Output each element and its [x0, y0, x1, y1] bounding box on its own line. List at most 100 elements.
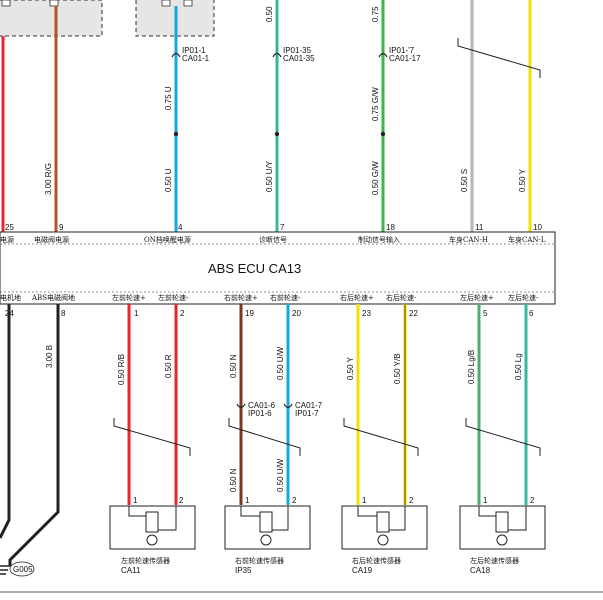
upper-module-left [0, 0, 103, 37]
wire-label-lr-plus: 0.50 Lg/B [467, 350, 476, 384]
gear-icon [260, 534, 272, 546]
connector-c4-line1: IP01-1 [182, 46, 206, 55]
connector-c4-line2: CA01-1 [182, 54, 210, 63]
sensor-coil-icon [259, 511, 273, 533]
connector-cb2-line2: IP01-7 [295, 409, 319, 418]
pin-label: 制动信号输入 [358, 235, 400, 244]
pin-number: 2 [180, 309, 185, 318]
connector-c18-line2: CA01-17 [389, 54, 421, 63]
pin-label: 右前轮速- [270, 293, 301, 302]
ground-icon [0, 565, 10, 575]
wire-label-pin11: 0.50 S [460, 169, 469, 192]
pin-label: 右后轮速- [386, 293, 417, 302]
sensor-pin: 2 [409, 496, 414, 505]
wire-label-rr-plus: 0.50 Y [346, 356, 355, 380]
upper-pin-box [1, 0, 11, 7]
sensor-coil-icon [495, 511, 509, 533]
pin-label: 车身CAN-L [508, 235, 546, 244]
wire-label-pin7-upper: 0.50 [265, 6, 274, 22]
pin-number: 4 [178, 223, 183, 232]
ground-label-bubble [9, 561, 35, 577]
pin-number: 6 [529, 309, 534, 318]
sensor-pin: 2 [530, 496, 535, 505]
sensor-pin: 2 [179, 496, 184, 505]
sensor-name: 右前轮速传感器 [235, 556, 284, 565]
connector-arrow [171, 52, 388, 58]
sensor-code: IP35 [235, 566, 252, 575]
wire-label-lf-plus: 0.50 R/B [117, 354, 126, 385]
pin-label: 左后轮速- [508, 293, 539, 302]
wire-label-pin18-top: 0.75 [371, 6, 380, 22]
connector-c7-line1: IP01-35 [283, 46, 312, 55]
pin-label: 车身CAN-H [449, 235, 488, 244]
sensor-name: 右后轮速传感器 [352, 556, 401, 565]
wire-pin24 [0, 304, 11, 539]
sensor-pin: 1 [483, 496, 488, 505]
upper-pin-box [161, 0, 171, 7]
upper-pin-box [49, 0, 59, 7]
splice-dot [173, 131, 179, 137]
pin-label: 右前轮速+ [224, 293, 258, 302]
pin-number: 18 [386, 223, 395, 232]
pin-number: 19 [245, 309, 254, 318]
sensor-code: CA19 [352, 566, 373, 575]
pin-number: 22 [409, 309, 418, 318]
pin-label: 左后轮速+ [460, 293, 494, 302]
sensor-pin: 2 [292, 496, 297, 505]
wire-label-lr-minus: 0.50 Lg [514, 353, 523, 380]
pin-number: 5 [483, 309, 488, 318]
sensor-code: CA11 [121, 566, 141, 575]
wire-label-pin18-mid: 0.75 G/W [371, 87, 380, 121]
ecu-title: ABS ECU CA13 [208, 261, 301, 276]
sensor-code: CA18 [470, 566, 491, 575]
sensor-pin: 1 [133, 496, 138, 505]
sensor-left-rear: 1 2 [459, 496, 546, 550]
wire-label-pin18-bottom: 0.50 G/W [371, 161, 380, 195]
wire-label-pin4-lower: 0.50 U [164, 168, 173, 192]
wire-label-rf-minus-upper: 0.50 U/W [276, 346, 285, 380]
pin-number: 8 [61, 309, 66, 318]
splice-dot [380, 131, 386, 137]
gear-icon [146, 534, 158, 546]
gear-icon [496, 534, 508, 546]
sensor-coil-icon [145, 511, 159, 533]
sensor-right-rear: 1 2 [341, 496, 428, 550]
twisted-pair-marker [113, 418, 541, 456]
pin-number: 25 [5, 223, 14, 232]
splice-dot [274, 131, 280, 137]
pin-label: 诊断信号 [259, 235, 287, 244]
sensor-name: 左前轮速传感器 [121, 556, 170, 565]
sensor-name: 左后轮速传感器 [470, 556, 519, 565]
pin-label: ON档唤醒电源 [144, 235, 191, 244]
pin-number: 11 [475, 223, 484, 232]
pin-label: 电机地 [0, 293, 21, 302]
wire-label-rf-minus-lower: 0.50 U/W [276, 458, 285, 492]
gear-icon [377, 534, 389, 546]
twisted-pair-marker [457, 38, 541, 78]
pin-label: 右后轮速+ [340, 293, 374, 302]
wire-label-pin7-lower: 0.50 U/Y [265, 160, 274, 192]
pin-label: 电源 [0, 235, 14, 244]
connector-cb1-line2: IP01-6 [248, 409, 272, 418]
sensor-right-front: 1 2 [224, 496, 311, 550]
pin-number: 9 [59, 223, 64, 232]
wire-label-rf-plus-lower: 0.50 N [229, 468, 238, 492]
sensor-left-front: 1 2 [109, 496, 196, 550]
ground-label: G005 [13, 565, 33, 574]
upper-pin-box [183, 0, 193, 7]
pin-label: 左前轮速+ [112, 293, 146, 302]
pin-number: 1 [134, 309, 139, 318]
wire-label-pin8: 3.00 B [45, 345, 54, 368]
wire-label-rr-minus: 0.50 Y/B [393, 353, 402, 384]
wire-label-pin9: 3.00 R/G [44, 163, 53, 195]
wire-pin8 [8, 304, 60, 566]
wire-label-rf-plus-upper: 0.50 N [229, 354, 238, 378]
pin-label: 左前轮速- [158, 293, 189, 302]
sensor-pin: 1 [245, 496, 250, 505]
connector-arrow [236, 403, 293, 409]
wire-label-pin4-upper: 0.75 U [164, 86, 173, 110]
wire-label-pin10: 0.50 Y [518, 168, 527, 192]
connector-c7-line2: CA01-35 [283, 54, 315, 63]
pin-number: 10 [533, 223, 542, 232]
